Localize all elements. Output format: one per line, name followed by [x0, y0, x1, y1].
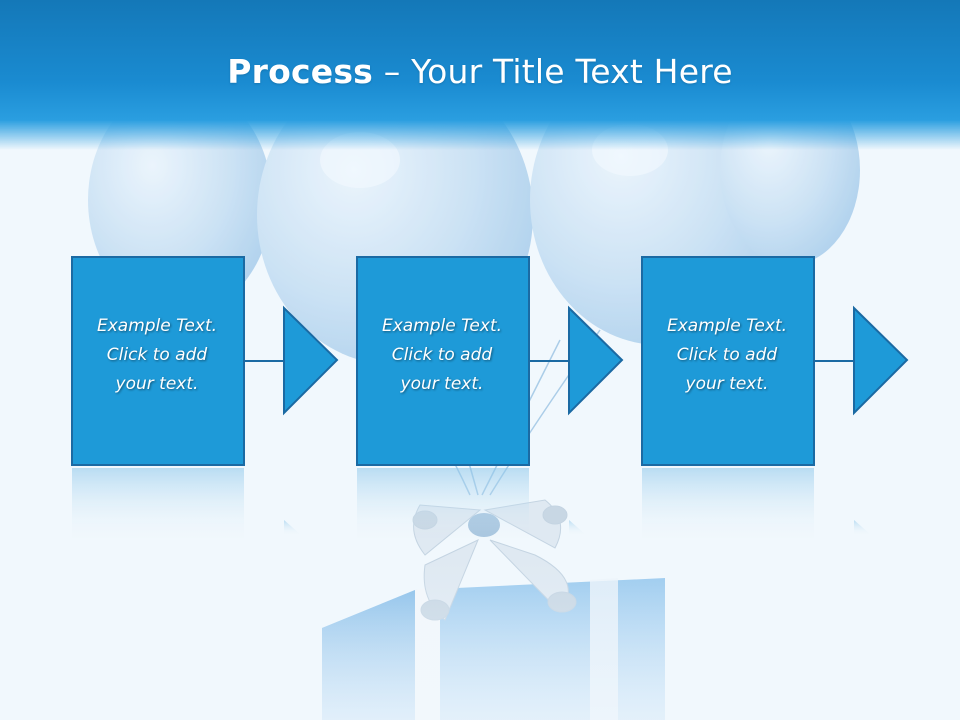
process-step-1[interactable]: Example Text. Click to add your text.	[71, 256, 341, 468]
step-shape	[356, 256, 624, 466]
reflection-arrow-2	[569, 520, 585, 534]
process-step-3[interactable]: Example Text. Click to add your text.	[641, 256, 911, 468]
reflection-arrow-3	[854, 520, 870, 534]
slide-title[interactable]: Process – Your Title Text Here	[0, 52, 960, 91]
arrow-right-icon	[243, 305, 339, 416]
step-shape	[71, 256, 339, 466]
step-box	[641, 256, 815, 466]
arrow-right-icon	[813, 305, 909, 416]
arrow-right-icon	[528, 305, 624, 416]
title-rest-part: – Your Title Text Here	[373, 52, 733, 91]
step-shape	[641, 256, 909, 466]
reflection-arrow-1	[284, 520, 300, 534]
step-text[interactable]: Example Text. Click to add your text.	[666, 316, 788, 394]
header-band	[0, 0, 960, 150]
title-strong-part: Process	[227, 52, 374, 91]
step-text[interactable]: Example Text. Click to add your text.	[96, 316, 218, 394]
reflection-3	[642, 468, 814, 538]
reflection-2	[357, 468, 529, 538]
reflection-1	[72, 468, 244, 538]
step-reflections	[72, 468, 870, 538]
process-step-2[interactable]: Example Text. Click to add your text.	[356, 256, 626, 468]
step-box	[356, 256, 530, 466]
step-text[interactable]: Example Text. Click to add your text.	[381, 316, 503, 394]
step-box	[71, 256, 245, 466]
